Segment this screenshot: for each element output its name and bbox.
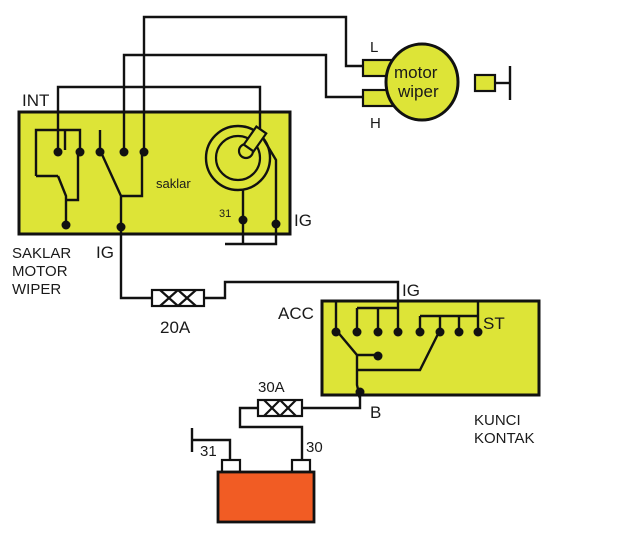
motor-label-line2: wiper bbox=[397, 82, 439, 101]
ig-feed-wire bbox=[119, 227, 400, 330]
ignition-ig-label: IG bbox=[402, 281, 420, 300]
contact-dot bbox=[139, 147, 149, 157]
ground-terminal-label: 31 bbox=[219, 208, 231, 220]
wiper-switch-name-line2: MOTOR bbox=[12, 263, 68, 280]
fuse-30a-label: 30A bbox=[258, 379, 285, 396]
contact-dot bbox=[75, 147, 85, 157]
fuse-20a bbox=[150, 288, 206, 308]
motor-label-line1: motor bbox=[394, 63, 438, 82]
contact-dot bbox=[61, 220, 71, 230]
ignition-name-line1: KUNCI bbox=[474, 412, 521, 429]
contact-dot bbox=[119, 147, 129, 157]
contact-dot bbox=[95, 147, 105, 157]
wiper-motor bbox=[361, 42, 512, 122]
ground-wire bbox=[262, 224, 278, 246]
fuse-20a-label: 20A bbox=[160, 318, 191, 337]
battery-neg-label: 31 bbox=[200, 443, 217, 460]
contact-dot bbox=[53, 147, 63, 157]
ignition-st-label: ST bbox=[483, 314, 505, 333]
battery-feed-wire bbox=[190, 392, 362, 462]
wiper-switch-internal-wiring bbox=[34, 128, 144, 226]
motor-feed-wires bbox=[56, 15, 365, 150]
fuse-30a bbox=[256, 398, 304, 418]
wiper-switch-name-line1: SAKLAR bbox=[12, 245, 71, 262]
ignition-b-label: B bbox=[370, 403, 381, 422]
ignition-contacts bbox=[331, 327, 483, 397]
wiper-switch-name-line3: WIPER bbox=[12, 281, 61, 298]
wiper-ig-right-label: IG bbox=[294, 211, 312, 230]
cam-switch bbox=[204, 124, 278, 246]
ignition-name-line2: KONTAK bbox=[474, 430, 535, 447]
wiper-int-label: INT bbox=[22, 91, 49, 110]
saklar-label: saklar bbox=[156, 176, 191, 191]
battery bbox=[216, 458, 316, 524]
battery-pos-label: 30 bbox=[306, 439, 323, 456]
motor-terminal-high-label: H bbox=[370, 115, 381, 132]
wiper-ig-bottom-label: IG bbox=[96, 243, 114, 262]
motor-terminal-low-label: L bbox=[370, 39, 378, 56]
ignition-acc-label: ACC bbox=[278, 304, 314, 323]
